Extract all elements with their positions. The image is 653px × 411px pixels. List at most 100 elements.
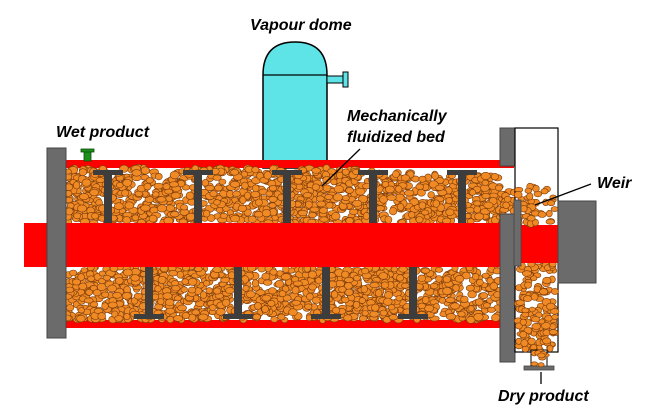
particle [121,189,129,197]
particle [123,268,133,277]
particle [165,298,175,307]
particle [438,297,446,304]
label-fluidized-bed: fluidized bed [347,129,446,146]
paddle-blade [398,314,428,319]
particle [181,278,189,285]
particle [268,287,277,295]
particle [550,308,560,315]
particle [181,312,190,320]
particle [187,277,198,286]
particle [418,201,427,210]
particle [401,282,410,289]
particle [81,178,92,187]
particle [185,191,195,200]
particle [521,307,530,314]
particle [157,275,167,284]
particle [168,270,178,277]
particle [280,273,292,281]
particle [69,269,78,277]
particle [176,270,184,279]
particle [261,272,271,281]
particle [527,337,536,346]
particle [153,182,164,190]
paddle-blade [93,170,123,175]
particle [101,291,110,298]
particle [481,179,490,186]
particle [384,185,395,194]
particle [263,279,273,286]
particle [65,286,75,293]
particle [308,212,317,219]
label-wet-product: Wet product [56,124,150,141]
paddle-blade [311,314,341,319]
particle [85,288,93,296]
particle [369,282,380,289]
particle [213,287,222,295]
particle [504,195,512,203]
vapour-outlet-nozzle [326,75,345,84]
particle [265,190,274,197]
particle [188,286,197,294]
particle [205,287,213,294]
particle [78,282,88,291]
particle [422,295,430,304]
particle [418,175,427,183]
label-vapour-dome: Vapour dome [250,17,352,34]
particle [343,314,353,322]
particle [309,206,320,213]
particle [130,274,140,282]
particle [121,292,132,300]
particle [173,295,182,302]
right-flange-lower [499,213,516,363]
particle [241,181,249,190]
particle [72,278,81,286]
particle [131,214,140,221]
particle [380,281,389,289]
particle [253,211,264,218]
weir-leader-line [534,183,592,206]
particle [540,188,549,195]
particle [107,284,117,293]
particle [237,204,247,213]
particle [133,292,143,300]
particle [194,265,203,272]
particle [390,266,399,273]
particle [218,178,227,185]
particle [319,216,329,223]
particle [251,166,260,174]
particle [341,195,350,201]
particle [375,289,383,298]
particle [115,277,124,285]
vapour-outlet-flange [342,71,349,88]
particle [384,215,393,224]
paddle-arm [234,267,242,317]
particle [116,182,124,189]
particle [315,195,325,202]
particle [274,279,284,288]
particle [474,212,484,221]
particle [494,184,503,192]
paddles [93,170,477,319]
particle [324,194,334,201]
particle [157,298,165,305]
particle [352,300,361,309]
particle [80,267,88,273]
shell-bottom-wall [62,320,514,328]
particle [214,184,223,192]
particle [490,173,499,181]
paddle-blade [223,314,253,319]
particle [400,174,410,182]
particle [247,215,257,224]
particle [526,192,534,201]
particle [170,211,180,218]
particle [445,197,453,205]
particle [263,171,272,180]
particle [358,297,366,304]
particle [201,179,210,187]
particle [270,316,279,323]
paddle-blade [358,170,388,175]
particle [92,289,102,297]
particle [530,361,538,367]
particle [371,303,380,312]
particle [381,181,390,188]
